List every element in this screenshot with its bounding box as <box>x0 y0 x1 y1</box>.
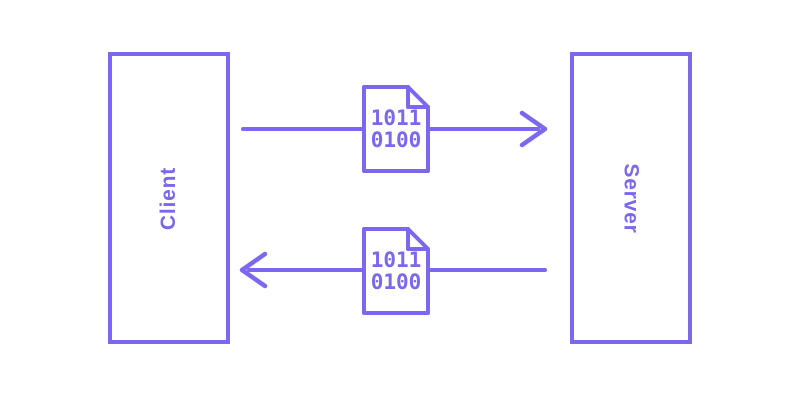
binary-line-2: 0100 <box>370 128 422 152</box>
binary-payload-top: 1011 0100 <box>362 85 430 173</box>
document-fold-corner <box>406 227 430 251</box>
client-node: Client <box>108 52 230 344</box>
binary-file-bottom: 1011 0100 <box>362 227 430 315</box>
binary-line-2: 0100 <box>370 270 422 294</box>
binary-line-1: 1011 <box>370 106 422 130</box>
server-label: Server <box>619 162 643 234</box>
client-label: Client <box>157 166 181 230</box>
document-icon <box>362 227 430 315</box>
document-icon <box>362 85 430 173</box>
binary-payload-bottom: 1011 0100 <box>362 227 430 315</box>
binary-file-top: 1011 0100 <box>362 85 430 173</box>
arrowhead-right-icon <box>519 110 548 148</box>
binary-line-1: 1011 <box>370 248 422 272</box>
document-fold-corner <box>406 85 430 109</box>
arrowhead-left-icon <box>239 251 268 289</box>
server-node: Server <box>570 52 692 344</box>
